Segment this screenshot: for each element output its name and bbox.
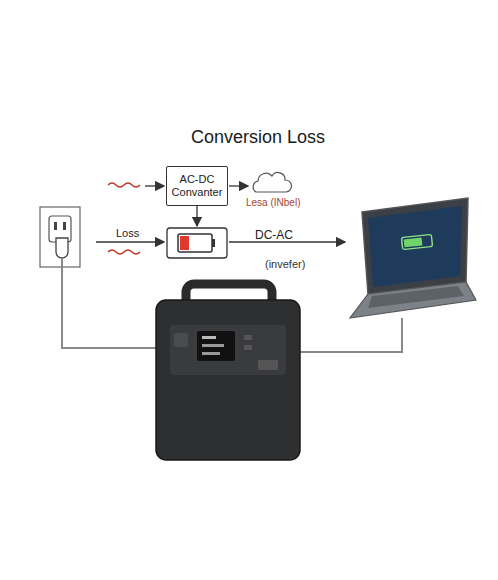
node-text: AC-DC Convanter [167, 173, 227, 199]
screen-digit [202, 336, 216, 339]
station-screen [197, 331, 235, 361]
annotation-label: DC-AC [255, 228, 293, 242]
loss-cloud [253, 173, 291, 192]
laptop-screen [362, 198, 468, 294]
laptop-base [350, 282, 476, 318]
laptop-battery-level [404, 237, 423, 247]
loss-squiggle [108, 183, 140, 187]
loss-squiggle [108, 250, 140, 254]
process-box: AC-DC Convanter [166, 166, 228, 206]
flow-arrow [229, 185, 248, 186]
station-button [174, 333, 188, 347]
annotation-label: Loss [116, 227, 139, 239]
power-cable [62, 258, 158, 348]
flow-arrow [96, 241, 164, 242]
battery-frame [167, 228, 227, 258]
laptop-keyboard [368, 286, 464, 308]
power-station [156, 300, 300, 460]
laptop-battery [401, 234, 432, 249]
plug [56, 238, 68, 258]
screen-digit [202, 344, 224, 347]
station-panel [170, 325, 286, 375]
annotation-label: (invefer) [265, 258, 305, 270]
outlet-slot [54, 222, 57, 230]
wall-outlet [40, 207, 80, 267]
usb-port [244, 335, 252, 340]
outlet-slot [63, 222, 66, 230]
power-cable [296, 318, 402, 352]
laptop-display [368, 206, 462, 287]
battery-level [180, 236, 189, 250]
ac-port [258, 360, 278, 370]
screen-digit [202, 352, 220, 355]
usb-port [244, 345, 252, 350]
annotation-label: Lesa (INbel) [246, 197, 300, 208]
flow-arrow [196, 206, 197, 226]
battery-tip [212, 239, 215, 247]
battery-icon [178, 234, 212, 252]
diagram-title: Conversion Loss [150, 127, 366, 148]
flow-arrow [145, 185, 164, 186]
